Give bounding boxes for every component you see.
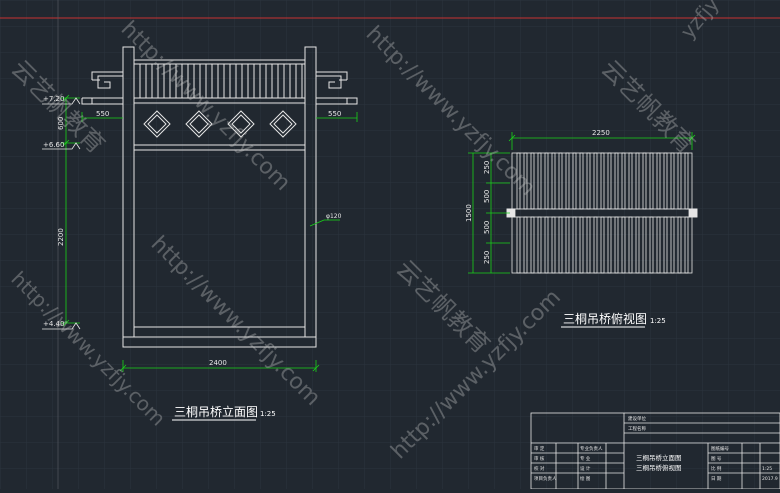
diamond — [269, 110, 297, 138]
tb-left-2: 审 核 — [534, 455, 545, 462]
dim-500-top-text: 500 — [483, 190, 491, 203]
level-marker-bottom — [42, 322, 81, 330]
dim-tick — [62, 319, 70, 327]
tb-drawing-name: 三桐吊桥立面图 三桐吊桥俯视图 — [636, 453, 682, 472]
tb-row2-label: 工程名称 — [628, 425, 646, 432]
diamond — [227, 110, 255, 138]
plan-post-right — [688, 208, 698, 218]
level-markers — [42, 97, 81, 330]
plan-scale: 1:25 — [650, 317, 666, 325]
tb-mid-1: 专业负责人 — [580, 445, 603, 452]
diamond — [143, 110, 171, 138]
level-mid-text: +6.60 — [43, 141, 64, 149]
plan-dimensions — [468, 132, 696, 274]
level-bottom-text: +4.40 — [43, 320, 64, 328]
tb-right-3: 比 例 — [711, 465, 722, 472]
dim-tick — [119, 364, 127, 372]
dim-1500-text: 1500 — [465, 204, 473, 222]
tb-drawing-name-1: 三桐吊桥立面图 — [636, 453, 682, 462]
pipe-label-text: φ120 — [326, 213, 342, 220]
dim-tick — [508, 134, 516, 142]
elevation-dimensions — [61, 94, 358, 372]
dim-250-bottom-text: 250 — [483, 251, 491, 264]
tb-left-3: 校 对 — [534, 465, 545, 472]
right-bracket-outer — [316, 71, 348, 81]
upper-slats — [139, 64, 303, 98]
elevation-labels: +7.20 +6.60 +4.40 550 550 600 2200 2400 … — [43, 95, 342, 367]
tb-scale-value: 1:25 — [762, 466, 772, 472]
tb-mid-2: 专 业 — [580, 455, 591, 462]
plan-view — [506, 152, 698, 274]
tb-right-2: 图 号 — [711, 456, 722, 462]
diamond-ornaments — [143, 110, 297, 138]
tb-row1-label: 建设单位 — [628, 415, 646, 422]
title-block-text: 建设单位 工程名称 审 定 审 核 校 对 项目负责人 专业负责人 专 业 设 … — [534, 415, 778, 482]
dim-500-bottom-text: 500 — [483, 221, 491, 234]
dim-tick — [62, 94, 70, 102]
tb-date-value: 2017.9 — [762, 476, 778, 482]
elevation-title: 三桐吊桥立面图 — [174, 404, 258, 419]
dim-250-top-text: 250 — [483, 161, 491, 174]
dim-600-text: 600 — [57, 117, 65, 130]
elevation-scale: 1:25 — [260, 410, 276, 418]
right-bracket-ornament — [316, 75, 358, 105]
dim-550-left-text: 550 — [96, 110, 109, 118]
elevation-view — [81, 46, 358, 348]
dim-550-right-text: 550 — [328, 110, 341, 118]
dim-tick — [62, 139, 70, 147]
pipe-leader — [309, 219, 325, 227]
footing — [122, 336, 317, 348]
tb-mid-4: 绘 图 — [580, 475, 591, 482]
diamond — [147, 114, 167, 134]
diamond — [231, 114, 251, 134]
plan-labels: 2250 1500 250 500 500 250 — [465, 129, 610, 264]
plan-title: 三桐吊桥俯视图 — [563, 311, 647, 326]
dim-2200-text: 2200 — [57, 228, 65, 246]
left-bracket-ornament — [81, 75, 123, 105]
level-top-text: +7.20 — [43, 95, 64, 103]
dim-tick — [688, 134, 696, 142]
tb-left-1: 审 定 — [534, 445, 545, 452]
diamond — [185, 110, 213, 138]
tb-mid-3: 设 计 — [580, 465, 591, 472]
tb-right-1: 图纸编号 — [711, 445, 729, 452]
diamond — [189, 114, 209, 134]
level-marker-top — [42, 97, 81, 105]
tb-drawing-name-2: 三桐吊桥俯视图 — [636, 463, 682, 472]
dim-2250-text: 2250 — [592, 129, 610, 137]
diamond — [273, 114, 293, 134]
tb-left-4: 项目负责人 — [534, 475, 557, 482]
level-marker-mid — [42, 142, 81, 150]
tb-right-4: 日 期 — [711, 476, 722, 482]
dim-2400-text: 2400 — [209, 359, 227, 367]
dim-tick — [312, 364, 320, 372]
left-bracket-outer — [91, 71, 123, 81]
